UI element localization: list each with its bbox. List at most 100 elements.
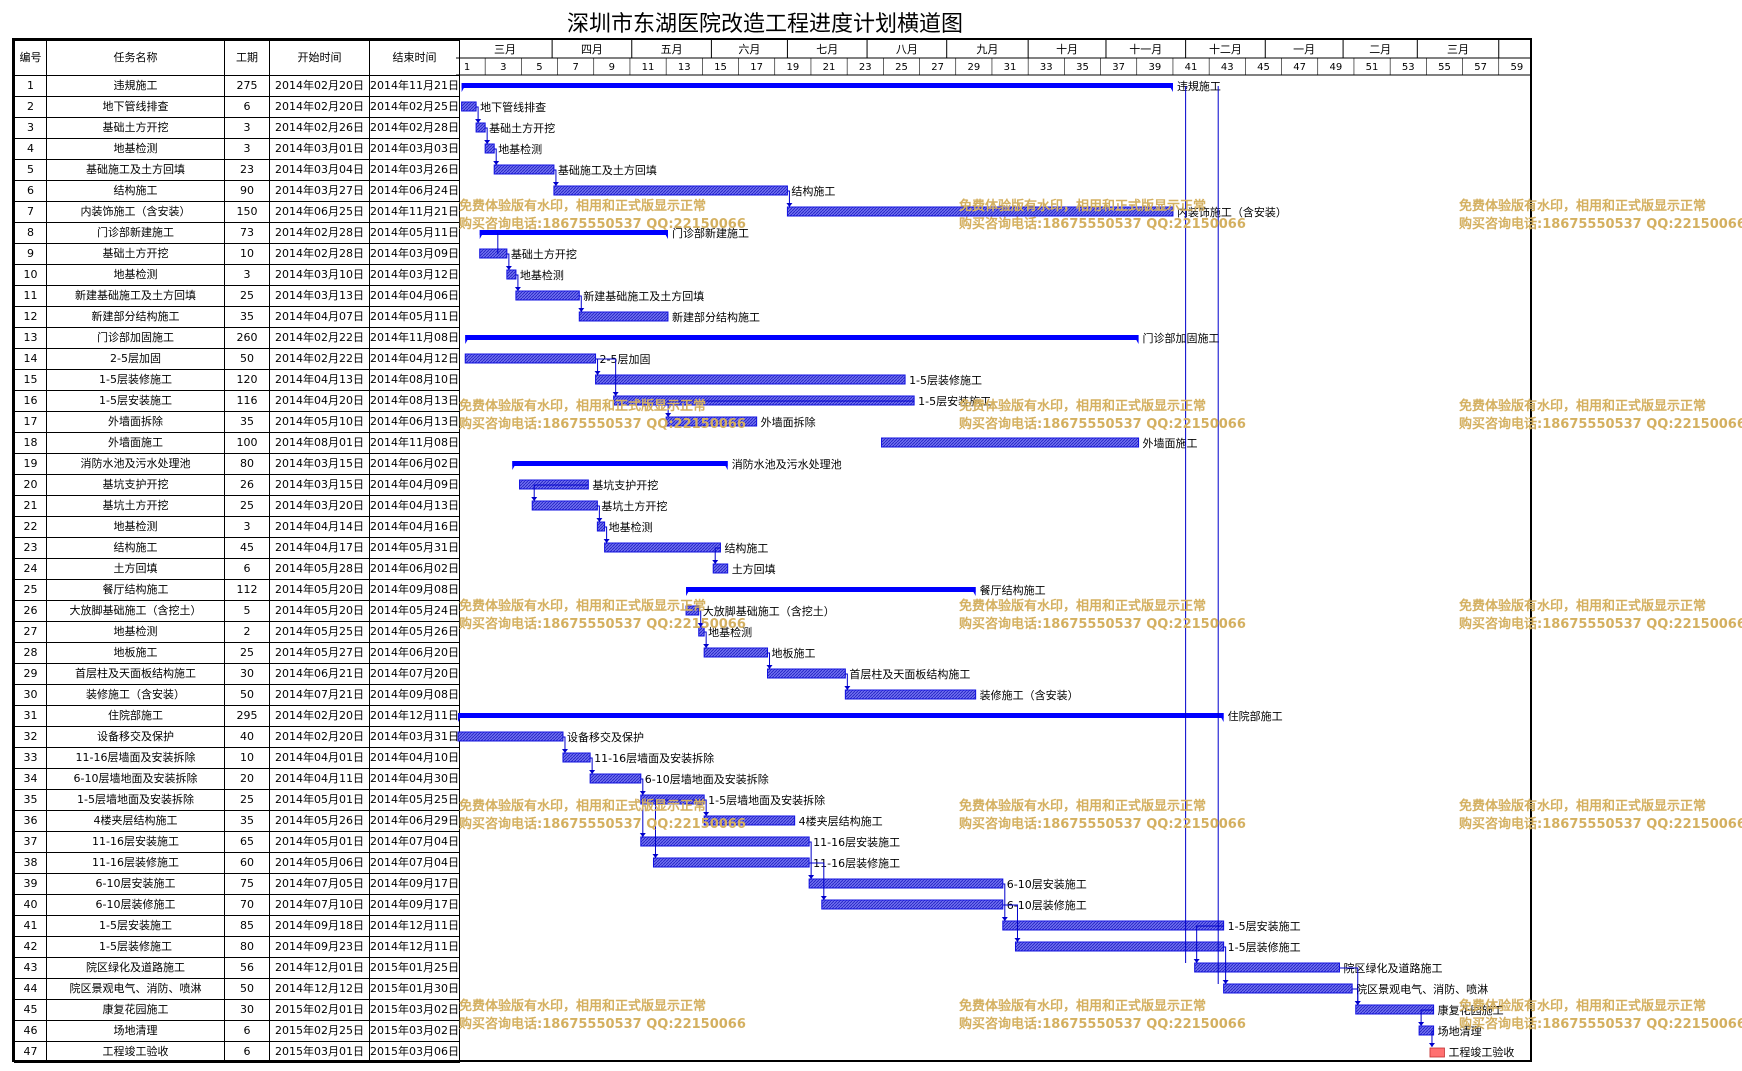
- task-id: 11: [14, 285, 47, 307]
- task-start: 2014年03月15日: [269, 453, 370, 475]
- dependency-link: [595, 358, 617, 396]
- task-duration: 25: [224, 285, 270, 307]
- task-name: 装修施工（含安装）: [46, 684, 225, 706]
- dependency-arrow: [766, 665, 773, 669]
- summary-cap-end: [1167, 83, 1173, 92]
- task-name: 地基检测: [46, 516, 225, 538]
- month-label: 八月: [896, 43, 918, 56]
- watermark-line2: 购买咨询电话:18675550537 QQ:22150066: [1459, 417, 1742, 432]
- task-name: 6-10层装修施工: [46, 894, 225, 916]
- bar-label: 地基检测: [708, 625, 752, 639]
- task-end: 2014年03月12日: [369, 264, 460, 286]
- watermark-line1: 免费体验版有水印，相用和正式版显示正常: [959, 999, 1207, 1014]
- dependency-arrow: [1222, 980, 1229, 984]
- watermark-line2: 购买咨询电话:18675550537 QQ:22150066: [459, 417, 746, 432]
- task-start: 2014年05月27日: [269, 642, 370, 664]
- chart-title: 深圳市东湖医院改造工程进度计划横道图: [566, 12, 963, 37]
- task-bar: [515, 290, 580, 301]
- task-bar: [712, 563, 729, 574]
- task-start: 2014年02月22日: [269, 348, 370, 370]
- bar-label: 地基检测: [520, 268, 564, 282]
- bar-label: 1-5层装修施工: [909, 373, 982, 387]
- week-tick-label: 39: [1148, 62, 1161, 73]
- task-start: 2014年02月20日: [269, 705, 370, 727]
- task-duration: 35: [224, 810, 270, 832]
- bar-label: 地下管线排查: [480, 100, 546, 114]
- task-bar: [1418, 1025, 1435, 1036]
- dependency-link: [809, 841, 812, 879]
- task-name: 新建部分结构施工: [46, 306, 225, 328]
- task-start: 2014年09月23日: [269, 936, 370, 958]
- task-end: 2014年07月04日: [369, 831, 460, 853]
- summary-cap-start: [512, 461, 518, 470]
- task-name: 1-5层装修施工: [46, 936, 225, 958]
- summary-bar: [686, 587, 976, 592]
- bar-label: 设备移交及保护: [567, 730, 644, 744]
- bar-label: 1-5层墙地面及安装拆除: [708, 793, 825, 807]
- task-bar: [685, 605, 700, 616]
- bar-label: 结构施工: [724, 541, 768, 555]
- task-bar: [589, 773, 642, 784]
- task-duration: 3: [224, 117, 270, 139]
- task-id: 46: [14, 1020, 47, 1042]
- task-id: 44: [14, 978, 47, 1000]
- task-name: 餐厅结构施工: [46, 579, 225, 601]
- task-end: 2014年03月31日: [369, 726, 460, 748]
- watermark-line2: 购买咨询电话:18675550537 QQ:22150066: [959, 417, 1246, 432]
- task-id: 36: [14, 810, 47, 832]
- dependency-link: [485, 127, 488, 144]
- summary-cap-end: [662, 230, 668, 239]
- task-id: 31: [14, 705, 47, 727]
- week-tick-label: 21: [823, 62, 836, 73]
- month-label: 九月: [976, 43, 998, 56]
- task-start: 2014年02月28日: [269, 222, 370, 244]
